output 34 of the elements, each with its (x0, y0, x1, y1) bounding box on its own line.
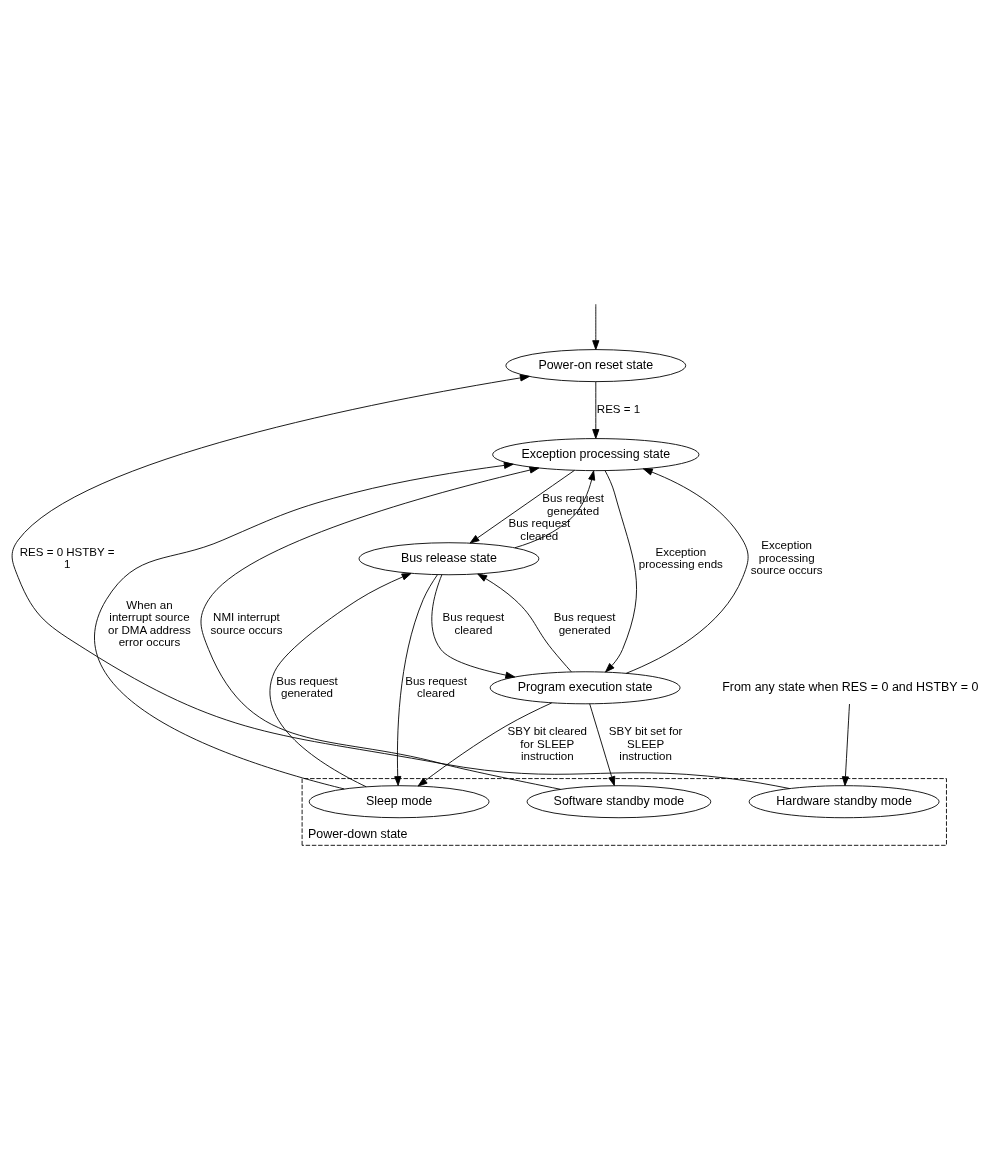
arrow (841, 703, 850, 786)
arrow (514, 469, 596, 548)
arrow (94, 461, 514, 789)
edge-label: Bus request generated (276, 674, 338, 699)
node-ellipse: Bus release state (358, 541, 540, 575)
arrow (417, 701, 553, 786)
arrow (394, 573, 438, 786)
arrow (469, 469, 575, 544)
arrow (200, 466, 561, 790)
edge-label: Bus request cleared (405, 674, 467, 699)
edge-label: Bus request cleared (442, 610, 505, 636)
edge-label: When an interrupt source or DMA address error occurs (108, 598, 191, 648)
arrow (477, 573, 572, 672)
node-ellipse: Software standby mode (526, 784, 712, 818)
edge-label: Bus request generated (553, 610, 616, 636)
edge-label: SBY bit cleared for SLEEP instruction (507, 724, 587, 762)
edge-label: NMI interrupt source occurs (210, 610, 283, 636)
edge-label: Bus request generated (542, 491, 604, 517)
node-ellipse: Sleep mode (308, 784, 490, 818)
arrow (592, 303, 600, 350)
arrow (592, 380, 600, 439)
edge-label: Exception processing source occurs (750, 538, 823, 576)
arrow (11, 373, 791, 789)
arrow (625, 467, 749, 674)
edge-label: RES = 1 (596, 402, 641, 415)
edge-label: RES = 0 HSTBY = 1 (19, 545, 115, 570)
arrow (604, 469, 637, 672)
arrow (431, 573, 516, 679)
arrow (589, 702, 616, 786)
edge-label: Exception processing ends (638, 545, 723, 570)
edge-label: SBY bit set for SLEEP instruction (608, 724, 683, 762)
arrow (269, 572, 412, 787)
node-ellipse: Hardware standby mode (748, 784, 940, 818)
node-text: From any state when RES = 0 and HSTBY = 0 (722, 679, 979, 694)
